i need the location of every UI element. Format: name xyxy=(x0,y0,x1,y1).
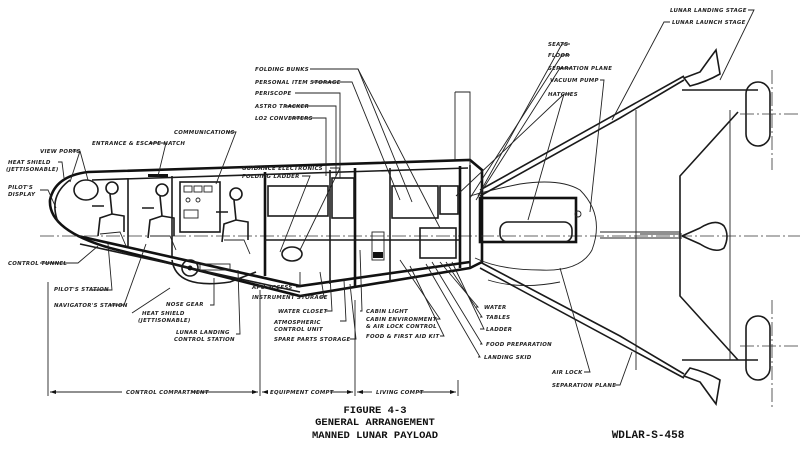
label-landing-skid: LANDING SKID xyxy=(484,355,532,361)
label-ladder: LADDER xyxy=(486,327,512,333)
label-personal-item-storage: PERSONAL ITEM STORAGE xyxy=(255,80,341,86)
label-control-compartment: CONTROL COMPARTMENT xyxy=(126,390,210,396)
label-food-preparation: FOOD PREPARATION xyxy=(486,342,552,348)
label-astro-tracker: ASTRO TRACKER xyxy=(254,104,309,110)
label-cabin-light: CABIN LIGHT xyxy=(366,309,409,315)
label-folding-bunks: FOLDING BUNKS xyxy=(255,67,309,73)
figure-title-line1: GENERAL ARRANGEMENT xyxy=(315,417,435,429)
crew-landing-controller xyxy=(216,187,251,255)
label-heat-shield-top: HEAT SHIELD xyxy=(8,160,51,166)
label-pilots-station: PILOT'S STATION xyxy=(54,287,109,293)
label-floor: FLOOR xyxy=(548,53,570,59)
label-nose-gear: NOSE GEAR xyxy=(166,302,204,308)
label-lo2-converters: LO2 CONVERTERS xyxy=(255,116,313,122)
label-periscope: PERISCOPE xyxy=(255,91,292,97)
label-vacuum-pump: VACUUM PUMP xyxy=(550,78,599,84)
label-equipment-compartment: EQUIPMENT COMPT xyxy=(270,390,335,396)
label-entrance-hatch: ENTRANCE & ESCAPE HATCH xyxy=(92,141,185,147)
nose-gear-assembly xyxy=(171,259,257,285)
airlock-tunnel xyxy=(469,181,680,287)
label-spare-parts-storage: SPARE PARTS STORAGE xyxy=(274,337,350,343)
label-heat-shield-top-note: (JETTISONABLE) xyxy=(6,167,59,173)
label-water: WATER xyxy=(484,305,506,311)
label-cabin-environment-2: & AIR LOCK CONTROL xyxy=(366,324,437,330)
label-folding-ladder: FOLDING LADDER xyxy=(242,174,300,180)
label-heat-shield-bottom: HEAT SHIELD xyxy=(142,311,185,317)
label-navigators-station: NAVIGATOR'S STATION xyxy=(54,303,128,309)
label-separation-plane-bottom: SEPARATION PLANE xyxy=(552,383,616,389)
figure-number: FIGURE 4-3 xyxy=(343,405,406,417)
label-cabin-environment: CABIN ENVIRONMENT xyxy=(366,317,438,323)
compartment-labels: CONTROL COMPARTMENT EQUIPMENT COMPT LIVI… xyxy=(126,390,425,396)
label-food-first-aid: FOOD & FIRST AID KIT xyxy=(366,334,440,340)
crew-pilot xyxy=(92,181,127,247)
label-atmospheric-control-2: CONTROL UNIT xyxy=(274,327,324,333)
label-view-ports: VIEW PORTS xyxy=(40,149,81,155)
label-water-closet: WATER CLOSET xyxy=(278,309,328,315)
label-lunar-landing-control-2: CONTROL STATION xyxy=(174,337,235,343)
label-separation-plane-top: SEPARATION PLANE xyxy=(548,66,612,72)
label-instrument-storage: INSTRUMENT STORAGE xyxy=(252,295,328,301)
label-lunar-landing-stage: LUNAR LANDING STAGE xyxy=(670,8,747,14)
label-pilots-display: PILOT'S xyxy=(8,185,33,191)
crew-navigator xyxy=(142,183,177,251)
label-air-lock: AIR LOCK xyxy=(551,370,583,376)
label-guidance-electronics: GUIDANCE ELECTRONICS xyxy=(242,166,323,172)
label-lunar-launch-stage: LUNAR LAUNCH STAGE xyxy=(672,20,746,26)
label-control-tunnel: CONTROL TUNNEL xyxy=(8,261,67,267)
leader-lines xyxy=(40,9,755,386)
figure-caption: FIGURE 4-3 GENERAL ARRANGEMENT MANNED LU… xyxy=(312,405,685,442)
label-hatches: HATCHES xyxy=(548,92,578,98)
label-atmospheric-control: ATMOSPHERIC xyxy=(273,320,321,326)
label-heat-shield-bottom-note: (JETTISONABLE) xyxy=(138,318,191,324)
label-apu-access: APU ACCESS xyxy=(251,285,293,291)
callout-labels: VIEW PORTS HEAT SHIELD (JETTISONABLE) PI… xyxy=(6,8,747,389)
compartment-dimensions xyxy=(47,282,459,396)
figure-title-line2: MANNED LUNAR PAYLOAD xyxy=(312,430,438,442)
label-tables: TABLES xyxy=(486,315,510,321)
label-seats: SEATS xyxy=(548,42,568,48)
lunar-stage-structure xyxy=(454,48,800,410)
crew-figures xyxy=(73,179,251,255)
label-living-compartment: LIVING COMPT xyxy=(376,390,425,396)
document-id: WDLAR-S-458 xyxy=(612,430,685,442)
label-lunar-landing-control: LUNAR LANDING xyxy=(176,330,230,336)
label-communications: COMMUNICATIONS xyxy=(174,130,235,136)
label-pilots-display-2: DISPLAY xyxy=(8,192,36,198)
